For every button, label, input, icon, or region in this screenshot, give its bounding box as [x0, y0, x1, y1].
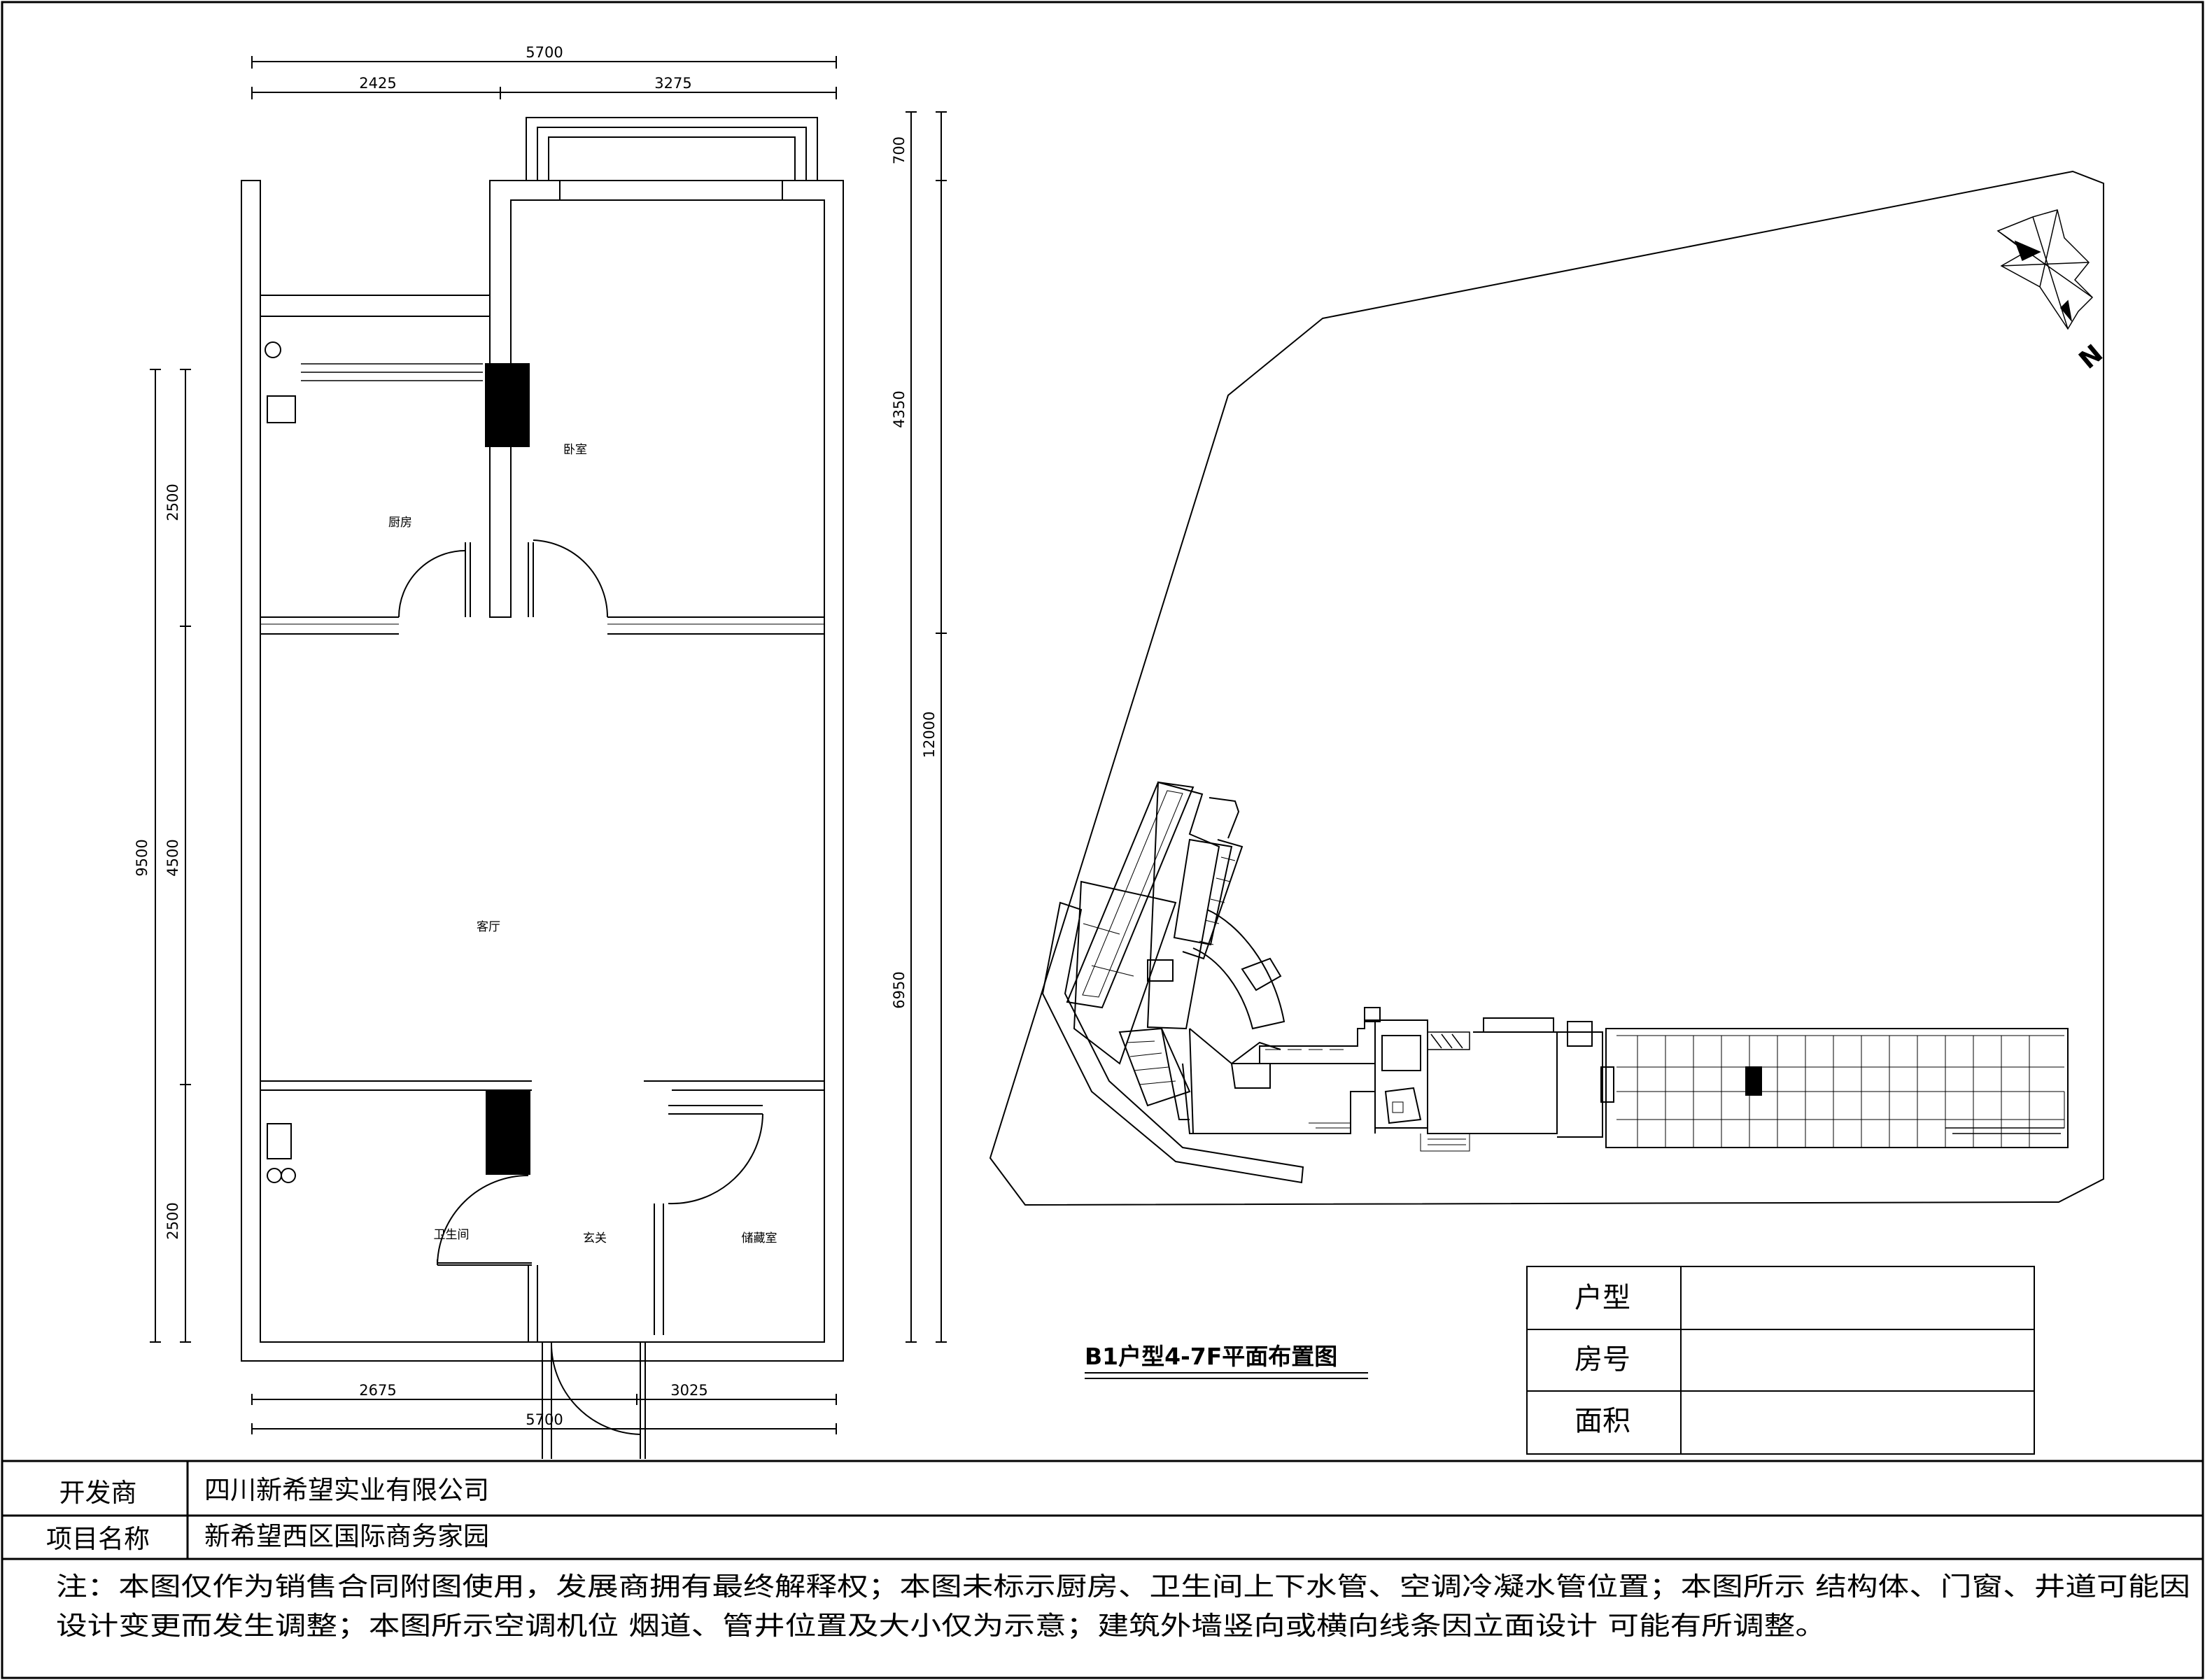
- info-label-type: 户型: [1575, 1282, 1630, 1314]
- dim-right-lower: 6950: [891, 971, 908, 1008]
- dim-top-total: 5700: [526, 44, 563, 61]
- plan-title: B1户型4-7F平面布置图: [1085, 1343, 1337, 1370]
- dim-left-bottom: 2500: [164, 1202, 181, 1239]
- site-boundary: [989, 170, 2104, 1206]
- footer-table: [2, 1460, 2203, 1560]
- dim-bottom-total: 5700: [526, 1411, 563, 1428]
- dim-right-top: 700: [891, 136, 908, 164]
- info-label-room: 房号: [1575, 1343, 1630, 1376]
- room-storage: 储藏室: [742, 1231, 777, 1245]
- dim-bottom-right: 3025: [670, 1382, 707, 1399]
- room-bedroom: 卧室: [563, 443, 587, 457]
- info-table: [1526, 1266, 2035, 1455]
- developer-value: 四川新希望实业有限公司: [204, 1475, 489, 1505]
- room-kitchen: 厨房: [388, 516, 412, 530]
- note-line-1: 注：本图仅作为销售合同附图使用，发展商拥有最终解释权；本图未标示厨房、卫生间上下…: [56, 1572, 2190, 1602]
- dim-right-upper: 4350: [891, 390, 908, 428]
- developer-label: 开发商: [59, 1478, 137, 1508]
- dim-left-mid: 4500: [164, 839, 181, 876]
- floor-plan: [150, 56, 947, 1459]
- dim-left-total: 9500: [134, 839, 150, 876]
- dim-bottom-left: 2675: [359, 1382, 396, 1399]
- dim-top-left: 2425: [359, 75, 396, 92]
- project-label: 项目名称: [46, 1524, 150, 1554]
- dim-right-total: 12000: [921, 712, 938, 758]
- dim-top-right: 3275: [654, 75, 691, 92]
- room-foyer: 玄关: [583, 1231, 607, 1245]
- north-arrow: [1996, 209, 2094, 330]
- project-value: 新希望西区国际商务家园: [204, 1521, 489, 1551]
- dim-left-top: 2500: [164, 483, 181, 521]
- note-line-2: 设计变更而发生调整；本图所示空调机位 烟道、管井位置及大小仅为示意；建筑外墙竖向…: [56, 1611, 1826, 1641]
- site-plan: [989, 170, 2104, 1206]
- room-living: 客厅: [477, 920, 500, 934]
- room-bathroom: 卫生间: [434, 1228, 470, 1242]
- info-label-area: 面积: [1575, 1405, 1630, 1437]
